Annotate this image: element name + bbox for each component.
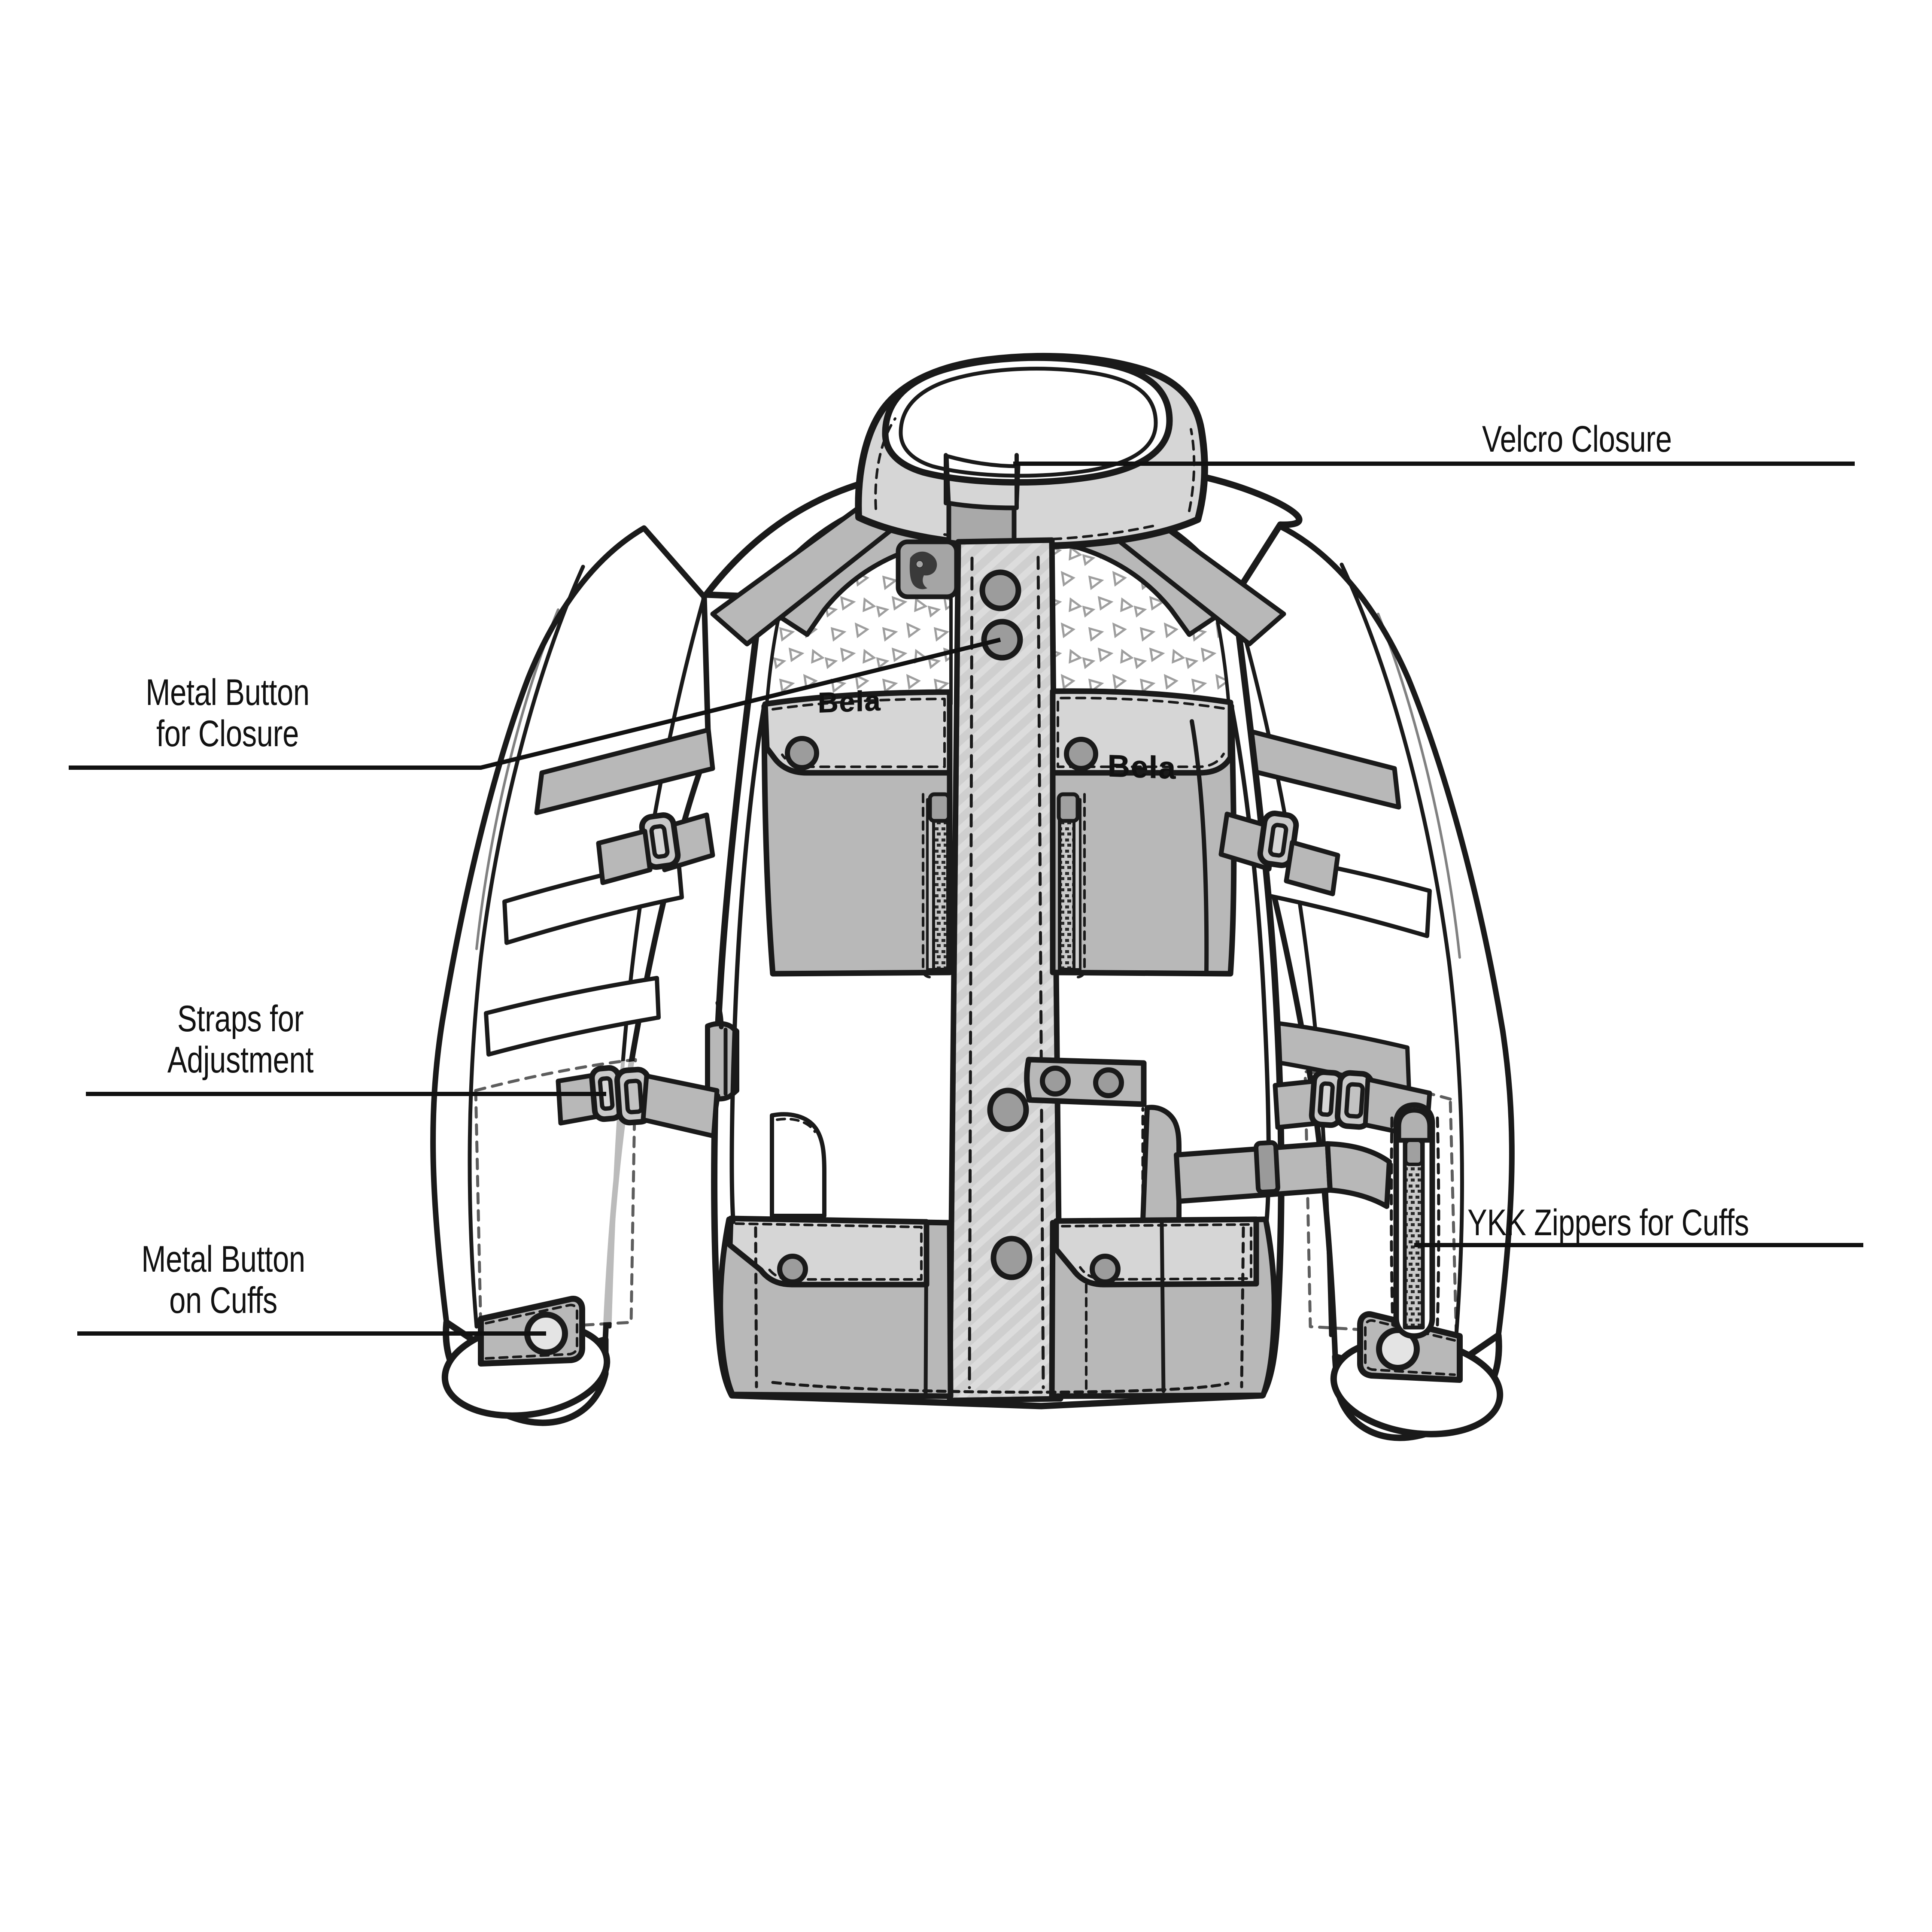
right-zip-pull <box>1057 792 1080 823</box>
callout-straps-for-adjustment: Straps for Adjustment <box>167 998 314 1081</box>
bear-logo-patch <box>896 539 959 599</box>
brand-right: Bela <box>1108 749 1176 786</box>
jacket-body: Bela Bela <box>703 352 1303 1410</box>
waist-snap-tab <box>1024 1057 1147 1107</box>
collar <box>855 352 1208 550</box>
waist-snap-2 <box>1093 1067 1124 1098</box>
leader-lines <box>69 462 1863 1336</box>
callout-metal-button-on-cuffs: Metal Button on Cuffs <box>141 1239 305 1321</box>
lower-right-snap <box>1090 1254 1121 1285</box>
placket-button-3 <box>987 1088 1029 1132</box>
left-pocket-snap <box>785 736 819 770</box>
lower-pocket-left <box>727 1215 930 1288</box>
waist-belt <box>1174 1140 1392 1209</box>
left-sleeve <box>430 525 715 1426</box>
right-sleeve <box>1229 523 1515 1441</box>
zipper-top-cap <box>1396 1108 1432 1143</box>
left-chest-zipper <box>932 798 950 971</box>
lower-left-snap <box>777 1254 808 1285</box>
placket-button-1 <box>979 569 1021 611</box>
right-cuff-tab <box>1357 1311 1463 1383</box>
left-zip-pull <box>928 792 951 823</box>
lower-pocket-right <box>1053 1216 1259 1288</box>
leader-metal-button-closure <box>69 638 1001 770</box>
callout-metal-button-for-closure: Metal Button for Closure <box>146 672 310 755</box>
placket-button-4 <box>990 1236 1033 1280</box>
zipper-pull <box>1404 1139 1424 1166</box>
brand-text-group: Bela Bela <box>818 684 1177 786</box>
right-upper-strap <box>1218 811 1340 896</box>
placket-button-2 <box>981 619 1023 661</box>
right-chest-pocket <box>1050 688 1237 978</box>
right-chest-zipper <box>1058 798 1076 971</box>
left-upper-strap <box>596 812 715 885</box>
front-placket <box>947 537 1063 1403</box>
brand-left: Bela <box>818 684 881 718</box>
left-chest-pocket <box>761 689 953 978</box>
zipper-teeth <box>1403 1140 1425 1330</box>
left-forearm-strap <box>556 1065 720 1139</box>
callout-ykk-zippers-for-cuffs: YKK Zippers for Cuffs <box>1467 1202 1749 1243</box>
right-forearm-zipper <box>1390 1102 1440 1339</box>
right-pocket-snap <box>1064 737 1098 771</box>
callout-velcro-closure: Velcro Closure <box>1482 419 1672 460</box>
waist-snap-1 <box>1040 1066 1071 1097</box>
